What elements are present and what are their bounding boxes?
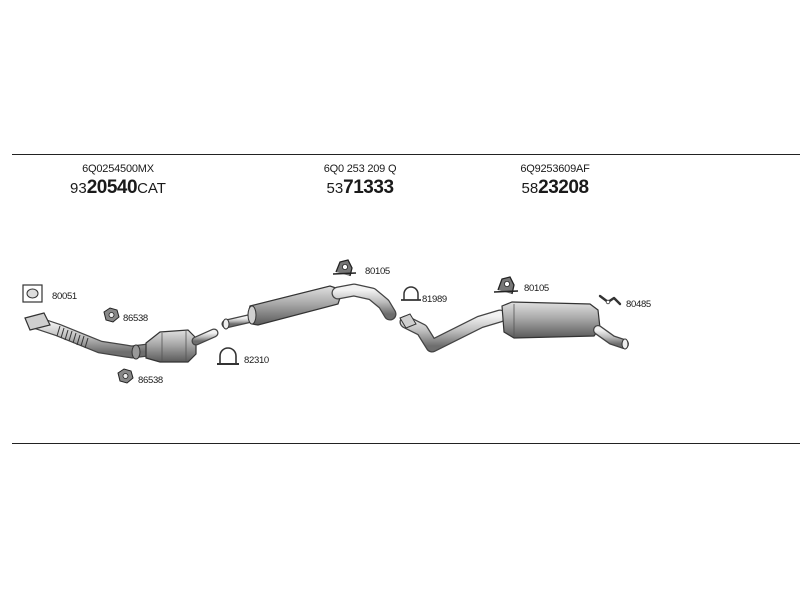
- bracket-icon: [598, 294, 622, 306]
- assembly-header-rear-silencer: 6Q9253609AF 5823208: [495, 163, 615, 199]
- catalog-code: 5371333: [326, 177, 394, 198]
- part-label-80105-a: 80105: [365, 266, 390, 277]
- part-label-86538-a: 86538: [123, 313, 148, 324]
- middle-silencer: [221, 283, 397, 330]
- assembly-header-catalyst: 6Q0254500MX 9320540CAT: [58, 163, 178, 199]
- pipe-clamp-icon: [217, 347, 239, 365]
- oem-number: 6Q9253609AF: [520, 163, 590, 175]
- oem-number: 6Q0254500MX: [82, 163, 154, 175]
- part-label-80051: 80051: [52, 291, 77, 302]
- catalytic-converter: [145, 328, 219, 363]
- catalog-code: 5823208: [521, 177, 589, 198]
- rubber-hanger-icon: [332, 259, 357, 277]
- rear-silencer: [399, 301, 629, 353]
- part-label-80485: 80485: [626, 299, 651, 310]
- clamp-nut-icon: [103, 307, 120, 323]
- part-label-86538-b: 86538: [138, 375, 163, 386]
- part-label-81989: 81989: [422, 294, 447, 305]
- catalog-code: 9320540CAT: [70, 177, 166, 198]
- part-label-80105-b: 80105: [524, 283, 549, 294]
- assembly-header-middle-silencer: 6Q0 253 209 Q 5371333: [300, 163, 420, 199]
- gasket-icon: [22, 284, 43, 303]
- oem-number: 6Q0 253 209 Q: [323, 163, 397, 175]
- top-divider: [12, 154, 800, 155]
- bottom-divider: [12, 443, 800, 444]
- clamp-nut-icon: [117, 368, 134, 384]
- pipe-clamp-icon: [401, 286, 421, 301]
- front-pipe: [24, 312, 155, 360]
- rubber-hanger-icon: [493, 276, 519, 295]
- flange-icon: [24, 312, 51, 331]
- part-label-82310: 82310: [244, 355, 269, 366]
